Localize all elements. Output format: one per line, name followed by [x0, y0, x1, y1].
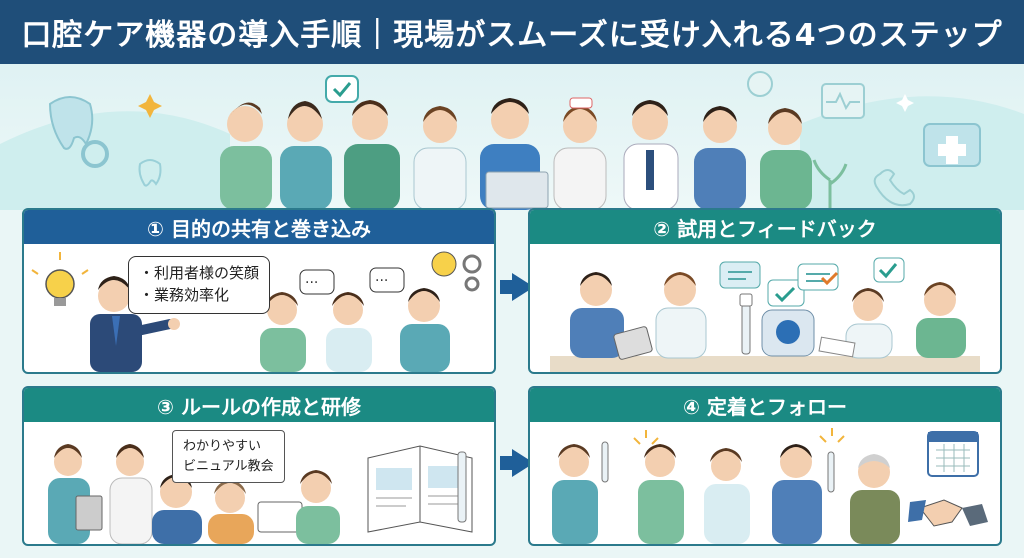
step-2-panel: ② 試用とフィードバック: [528, 208, 1002, 374]
speech-bubble-icon: ···: [299, 269, 335, 295]
page-title: 口腔ケア機器の導入手順｜現場がスムーズに受け入れる4つのステップ: [0, 0, 1024, 64]
bubble-line-2: ・業務効率化: [139, 285, 230, 304]
step-1-panel: ① 目的の共有と巻き込み ··· ···: [22, 208, 496, 374]
staff-group: [220, 97, 812, 210]
svg-text:···: ···: [375, 273, 388, 289]
manual-book-icon: [367, 445, 473, 533]
step-4-panel: ④ 定着とフォロー: [528, 386, 1002, 546]
training-whiteboard: わかりやすい ビニュアル教会: [172, 430, 285, 483]
speech-bubble-icon: ···: [369, 267, 405, 293]
electric-toothbrush-icon: [739, 293, 753, 355]
board-line-1: わかりやすい: [183, 439, 262, 454]
handshake-icon: [908, 499, 988, 527]
svg-text:···: ···: [305, 275, 318, 291]
arrow-stem-1: [500, 280, 514, 294]
step-2-title: ② 試用とフィードバック: [530, 210, 1000, 244]
step-3-illustration: わかりやすい ビニュアル教会: [24, 422, 494, 544]
step-3-panel: ③ ルールの作成と研修 わかりやすい ビニュアル教会: [22, 386, 496, 546]
step-4-illustration: [530, 422, 1000, 544]
bubble-line-1: ・利用者様の笑顔: [139, 264, 260, 282]
check-icon: [767, 279, 805, 307]
check-icon: [873, 257, 905, 283]
step-1-illustration: ··· ··· ・利用者様の笑顔 ・業務効率化: [24, 244, 494, 372]
goal-speech-bubble: ・利用者様の笑顔 ・業務効率化: [128, 256, 271, 314]
step-3-title: ③ ルールの作成と研修: [24, 388, 494, 422]
step-2-illustration: [530, 244, 1000, 372]
lightbulb-icon: [31, 252, 89, 306]
board-line-2: ビニュアル教会: [183, 458, 274, 474]
step-4-title: ④ 定着とフォロー: [530, 388, 1000, 422]
chat-icon: [719, 261, 761, 289]
tooth-icon: [48, 96, 109, 168]
arrow-stem-2: [500, 456, 514, 470]
oral-care-device-icon: [761, 309, 815, 357]
chat-icon: [797, 263, 839, 291]
calendar-icon: [927, 431, 979, 477]
lightbulb-icon: [431, 251, 482, 292]
step-1-title: ① 目的の共有と巻き込み: [24, 210, 494, 244]
hero-illustration: [0, 64, 1024, 210]
